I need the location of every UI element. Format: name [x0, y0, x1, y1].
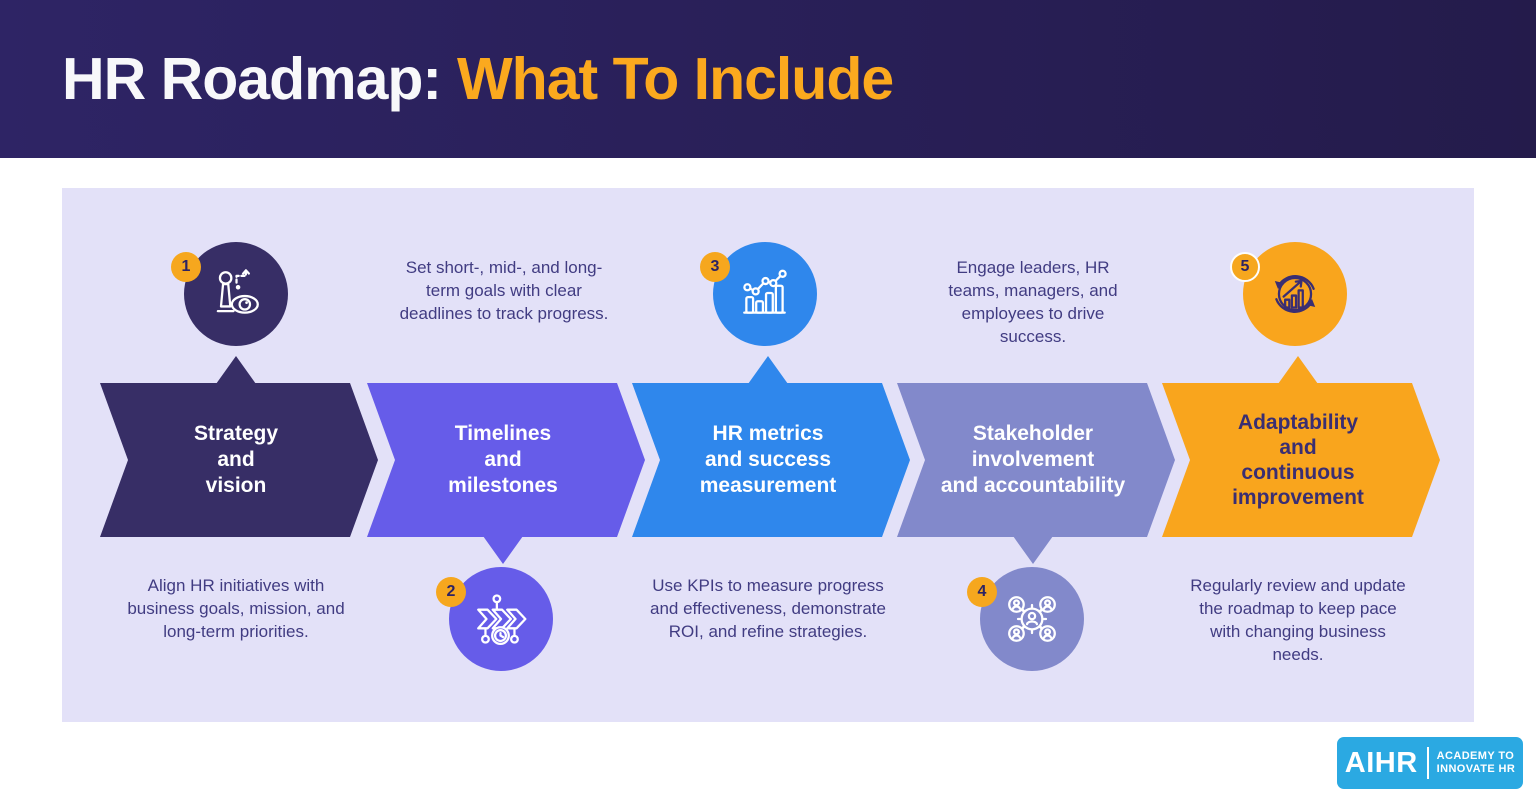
step-1-description: Align HR initiatives with business goals…: [127, 576, 345, 641]
timeline-milestones-icon: [477, 594, 527, 645]
metrics-chart-icon: [743, 269, 787, 314]
page-title-accent: What To Include: [457, 46, 894, 112]
step-5-number-badge: 5: [1230, 252, 1260, 282]
arrow-label-step-5: Adaptability and continuous improvement: [1232, 411, 1364, 509]
step-2-number-badge: 2: [436, 577, 466, 607]
arrow-label-step-3: HR metrics and success measurement: [699, 422, 837, 497]
aihr-logo-tagline-line2: INNOVATE HR: [1436, 763, 1516, 775]
header-band: HR Roadmap:What To Include: [0, 0, 1536, 158]
step-2-description: Set short-, mid-, and long-term goals wi…: [399, 258, 609, 323]
step-5-description: Regularly review and update the roadmap …: [1190, 576, 1406, 664]
step-5-circle: [1243, 242, 1347, 346]
step-1-circle: [184, 242, 288, 346]
page-title-prefix: HR Roadmap:: [62, 46, 442, 112]
step-4-circle: [980, 567, 1084, 671]
step-3-number-badge: 3: [700, 252, 730, 282]
arrow-shape-step-5: [1162, 383, 1440, 537]
aihr-logo: AIHR ACADEMY TO INNOVATE HR: [1337, 737, 1523, 789]
arrow-label-step-4: Stakeholder involvement and accountabili…: [940, 422, 1126, 497]
arrow-label-step-2: Timelines and milestones: [448, 422, 558, 497]
step-3-circle: [713, 242, 817, 346]
aihr-logo-wordmark: AIHR: [1344, 746, 1418, 779]
arrow-shape-step-1: [100, 383, 378, 537]
arrow-label-step-1: Strategy and vision: [193, 422, 279, 497]
chess-pawn-vision-icon: [216, 269, 259, 314]
step-4-number-badge: 4: [967, 577, 997, 607]
connector-triangle-step-5: [1278, 356, 1318, 384]
roadmap-panel: Strategy and vision Timelines and milest…: [62, 188, 1474, 722]
arrow-shape-step-2: [367, 383, 645, 537]
aihr-logo-tagline-line1: ACADEMY TO: [1436, 750, 1515, 762]
connector-triangle-step-1: [216, 356, 256, 384]
connector-triangle-step-3: [748, 356, 788, 384]
arrow-shape-step-4: [897, 383, 1175, 537]
aihr-logo-divider: [1426, 747, 1429, 779]
step-3-description: Use KPIs to measure progress and effecti…: [650, 576, 886, 641]
arrow-shape-step-3: [632, 383, 910, 537]
connector-triangle-step-2: [483, 536, 523, 564]
step-2-circle: [449, 567, 553, 671]
step-1-number-badge: 1: [171, 252, 201, 282]
continuous-improvement-icon: [1274, 275, 1316, 313]
step-4-description: Engage leaders, HR teams, managers, and …: [948, 258, 1118, 346]
roadmap-arrows-layer: [100, 356, 1440, 564]
stakeholder-network-icon: [1008, 596, 1056, 642]
page-title: HR Roadmap:What To Include: [0, 45, 894, 113]
connector-triangle-step-4: [1013, 536, 1053, 564]
aihr-logo-tagline: ACADEMY TO INNOVATE HR: [1437, 750, 1516, 776]
